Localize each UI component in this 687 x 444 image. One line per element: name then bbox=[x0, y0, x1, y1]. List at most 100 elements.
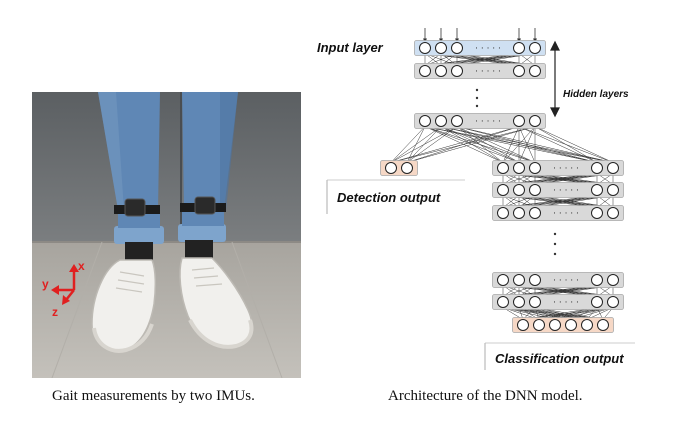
neuron-node bbox=[419, 42, 431, 54]
axis-y-label: y bbox=[42, 277, 49, 291]
connection-line bbox=[390, 126, 520, 163]
neuron-node bbox=[451, 115, 463, 127]
neuron-node bbox=[529, 115, 541, 127]
neuron-node bbox=[497, 296, 509, 308]
neuron-node bbox=[529, 274, 541, 286]
neuron-node bbox=[419, 115, 431, 127]
imu-axis-indicator: x y z bbox=[42, 259, 85, 319]
vertical-ellipsis-input bbox=[475, 88, 479, 108]
connection-line bbox=[518, 126, 598, 163]
neuron-node bbox=[565, 319, 577, 331]
neuron-node bbox=[591, 184, 603, 196]
layer-ellipsis: · · · · · bbox=[475, 117, 501, 127]
connection-line bbox=[390, 126, 426, 163]
wall-panel-line bbox=[180, 92, 182, 242]
input-layer-label: Input layer bbox=[317, 40, 384, 55]
neuron-node bbox=[517, 319, 529, 331]
input-arrows bbox=[423, 28, 537, 43]
layer-ellipsis: · · · · · bbox=[553, 186, 579, 196]
classifier-layer-5-box bbox=[492, 294, 624, 310]
neuron-node bbox=[513, 274, 525, 286]
neuron-node bbox=[435, 42, 447, 54]
classifier-layer-3: · · · · · bbox=[492, 205, 624, 221]
hidden-layers-arrow bbox=[550, 40, 560, 118]
detection-output-label: Detection output bbox=[337, 190, 441, 205]
neuron-node bbox=[451, 42, 463, 54]
neuron-node bbox=[607, 162, 619, 174]
layer-ellipsis: · · · · · bbox=[553, 276, 579, 286]
neuron-node bbox=[435, 115, 447, 127]
caption-gait-measurements: Gait measurements by two IMUs. bbox=[52, 388, 255, 404]
neuron-node bbox=[529, 207, 541, 219]
connection-line bbox=[456, 126, 504, 163]
layers: · · · · · · · · · · · · · · · · · · · · · · … bbox=[380, 40, 624, 333]
layer-ellipsis: · · · · · bbox=[553, 298, 579, 308]
classifier-layer-3-box bbox=[492, 205, 624, 221]
neuron-node bbox=[513, 65, 525, 77]
neuron-node bbox=[591, 296, 603, 308]
neuron-node bbox=[497, 207, 509, 219]
caption-dnn-architecture: Architecture of the DNN model. bbox=[388, 388, 583, 404]
neuron-node bbox=[497, 162, 509, 174]
neuron-node bbox=[591, 162, 603, 174]
connection-line bbox=[406, 126, 458, 163]
hidden-layer-1: · · · · · bbox=[414, 63, 546, 79]
connection-line bbox=[424, 126, 504, 163]
layer-ellipsis: · · · · · bbox=[553, 164, 579, 174]
input-layer-box bbox=[414, 40, 546, 56]
neuron-node bbox=[533, 319, 545, 331]
jeans-left-cuff bbox=[114, 226, 164, 244]
neuron-node bbox=[529, 162, 541, 174]
layer-ellipsis: · · · · · bbox=[553, 209, 579, 219]
connection-line bbox=[534, 126, 598, 163]
layer-ellipsis: · · · · · bbox=[475, 67, 501, 77]
neuron-node bbox=[401, 162, 413, 174]
gait-photo: x y z bbox=[32, 92, 301, 378]
axis-x-label: x bbox=[78, 259, 85, 273]
neuron-node bbox=[581, 319, 593, 331]
neuron-node bbox=[549, 319, 561, 331]
connection-line bbox=[406, 126, 536, 163]
connection-line bbox=[502, 126, 520, 163]
connection-line bbox=[456, 126, 536, 163]
classification-output-layer bbox=[512, 317, 614, 333]
classifier-layer-4-box bbox=[492, 272, 624, 288]
neuron-node bbox=[529, 296, 541, 308]
connection-line bbox=[390, 126, 536, 163]
layer-ellipsis: · · · · · bbox=[475, 44, 501, 54]
connection-line bbox=[440, 126, 504, 163]
neuron-node bbox=[597, 319, 609, 331]
neuron-node bbox=[513, 207, 525, 219]
classifier-layer-4: · · · · · bbox=[492, 272, 624, 288]
neuron-node bbox=[385, 162, 397, 174]
jeans-right-cuff bbox=[178, 224, 226, 242]
neuron-node bbox=[607, 274, 619, 286]
neuron-node bbox=[513, 296, 525, 308]
neuron-node bbox=[497, 274, 509, 286]
neuron-node bbox=[529, 184, 541, 196]
neuron-node bbox=[591, 207, 603, 219]
imu-sensor-left bbox=[124, 198, 146, 217]
imu-sensor-right bbox=[194, 196, 216, 215]
connection-line bbox=[518, 126, 536, 163]
classifier-layer-2: · · · · · bbox=[492, 182, 624, 198]
neuron-node bbox=[591, 274, 603, 286]
hidden-layer-last-box bbox=[414, 113, 546, 129]
classification-output-label: Classification output bbox=[495, 351, 624, 366]
wall bbox=[32, 92, 301, 242]
neuron-node bbox=[513, 115, 525, 127]
hidden-layer-last: · · · · · bbox=[414, 113, 546, 129]
neuron-node bbox=[513, 184, 525, 196]
axis-z-label: z bbox=[52, 305, 58, 319]
neuron-node bbox=[451, 65, 463, 77]
input-layer: · · · · · bbox=[414, 40, 546, 56]
vertical-ellipsis-classifier bbox=[553, 232, 557, 256]
neuron-node bbox=[607, 207, 619, 219]
neuron-node bbox=[607, 296, 619, 308]
connection-line bbox=[456, 126, 520, 163]
neuron-node bbox=[419, 65, 431, 77]
hidden-layer-1-box bbox=[414, 63, 546, 79]
neuron-node bbox=[513, 162, 525, 174]
neuron-node bbox=[435, 65, 447, 77]
classifier-layer-5: · · · · · bbox=[492, 294, 624, 310]
